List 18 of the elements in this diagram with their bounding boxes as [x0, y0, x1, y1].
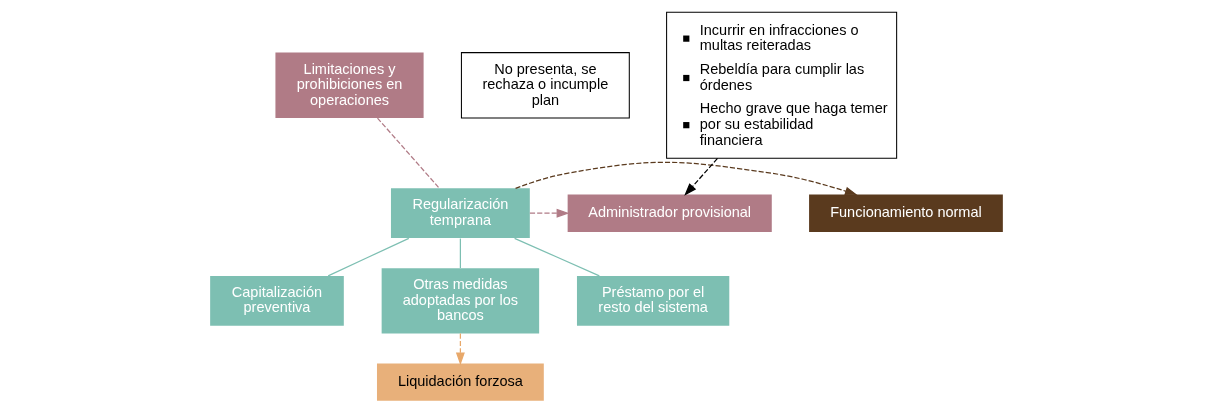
connector — [376, 117, 440, 189]
node-box: Regularización temprana — [390, 188, 530, 239]
node-box: Funcionamiento normal — [808, 194, 1003, 232]
node-box: No presenta, se rechaza o incumple plan — [460, 52, 630, 119]
connector — [459, 237, 461, 269]
connector — [513, 237, 600, 277]
node-box: Administrador provisional — [567, 194, 772, 232]
node-box: Otras medidas adoptadas por los bancos — [381, 268, 539, 334]
node-box: Capitalización preventiva — [209, 275, 344, 326]
node-box: Limitaciones y prohibiciones en operaciones — [274, 52, 424, 118]
arrow — [514, 161, 858, 196]
node-box: Incurrir en infracciones o multas reiteradas Rebeldía para cumplir las órdenes Hecho grave que haga temer por su estabilidad financiera — [665, 11, 897, 159]
node-box: Liquidación forzosa — [376, 363, 544, 401]
arrow — [455, 333, 465, 366]
arrow — [683, 157, 718, 196]
arrow — [528, 208, 569, 218]
connector — [327, 237, 409, 277]
node-box: Préstamo por el resto del sistema — [576, 275, 729, 326]
